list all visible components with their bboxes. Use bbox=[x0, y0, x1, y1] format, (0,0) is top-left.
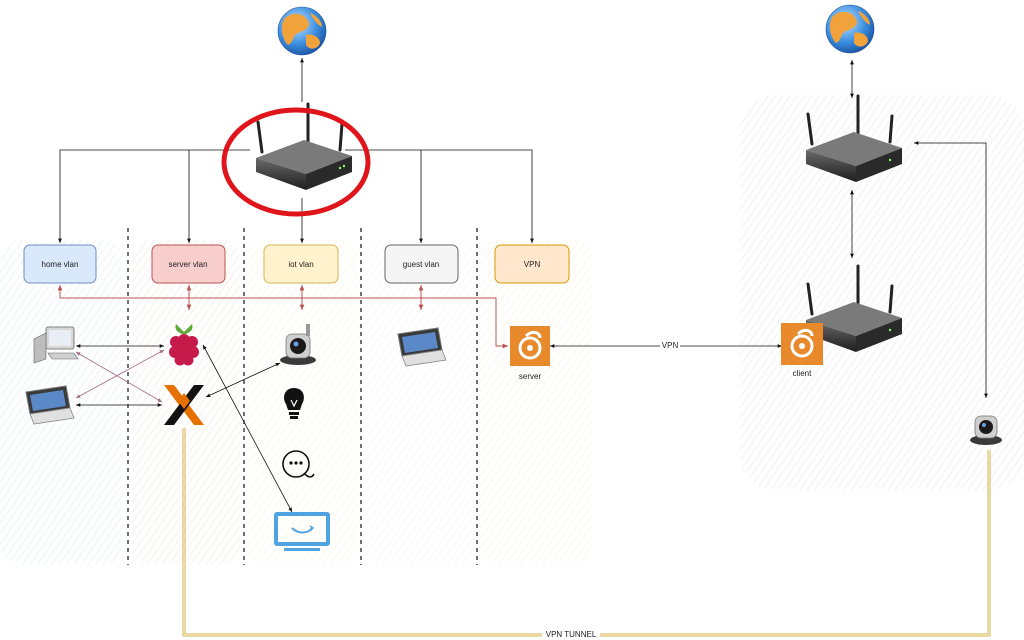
vlan-trunk bbox=[57, 285, 508, 349]
globe-icon bbox=[825, 4, 875, 54]
device-links bbox=[76, 59, 988, 513]
vlan-vpn-label: VPN bbox=[524, 260, 541, 269]
vpn-tunnel-label: VPN TUNNEL bbox=[546, 630, 597, 639]
router-icon bbox=[256, 102, 352, 190]
globe-icon bbox=[277, 6, 327, 56]
laptop-icon[interactable] bbox=[25, 385, 75, 425]
vlan-iot-label: iot vlan bbox=[288, 260, 313, 269]
vlan-home-box[interactable]: home vlan bbox=[23, 244, 97, 284]
wireguard-client-label: client bbox=[793, 369, 812, 378]
main-router[interactable] bbox=[221, 102, 371, 217]
highlight-circle bbox=[221, 107, 371, 217]
wireguard-icon bbox=[510, 326, 550, 366]
router-vlan-connectors bbox=[58, 58, 534, 243]
remote-router-icon[interactable] bbox=[806, 94, 902, 182]
vpn-link-label-group: VPN bbox=[660, 341, 680, 350]
proxmox-icon[interactable] bbox=[164, 385, 204, 425]
vlan-server-box[interactable]: server vlan bbox=[151, 244, 226, 284]
wireguard-server[interactable]: server bbox=[510, 326, 550, 381]
remote-ip-camera-icon[interactable] bbox=[970, 415, 1002, 445]
vpn-link-label: VPN bbox=[662, 341, 679, 350]
vlan-guest-label: guest vlan bbox=[403, 260, 439, 269]
vpn-tunnel: VPN TUNNEL bbox=[182, 428, 991, 639]
speaker-icon[interactable] bbox=[282, 450, 315, 478]
vlan-server-label: server vlan bbox=[168, 260, 207, 269]
wireguard-server-label: server bbox=[519, 372, 542, 381]
tv-icon[interactable] bbox=[274, 512, 330, 551]
guest-laptop-icon[interactable] bbox=[397, 327, 447, 367]
cross-vlan-links bbox=[75, 349, 165, 403]
vlan-vpn-box[interactable]: VPN bbox=[494, 244, 570, 284]
vlan-iot-box[interactable]: iot vlan bbox=[263, 244, 339, 284]
desktop-computer-icon[interactable] bbox=[33, 326, 79, 364]
ip-camera-icon[interactable] bbox=[280, 324, 316, 365]
vlan-home-label: home vlan bbox=[42, 260, 79, 269]
wireguard-client[interactable]: client bbox=[781, 323, 823, 378]
vlan-guest-box[interactable]: guest vlan bbox=[384, 244, 459, 284]
smart-bulb-icon[interactable] bbox=[284, 388, 304, 419]
wireguard-icon bbox=[781, 323, 823, 365]
raspberry-pi-icon[interactable] bbox=[169, 324, 199, 366]
